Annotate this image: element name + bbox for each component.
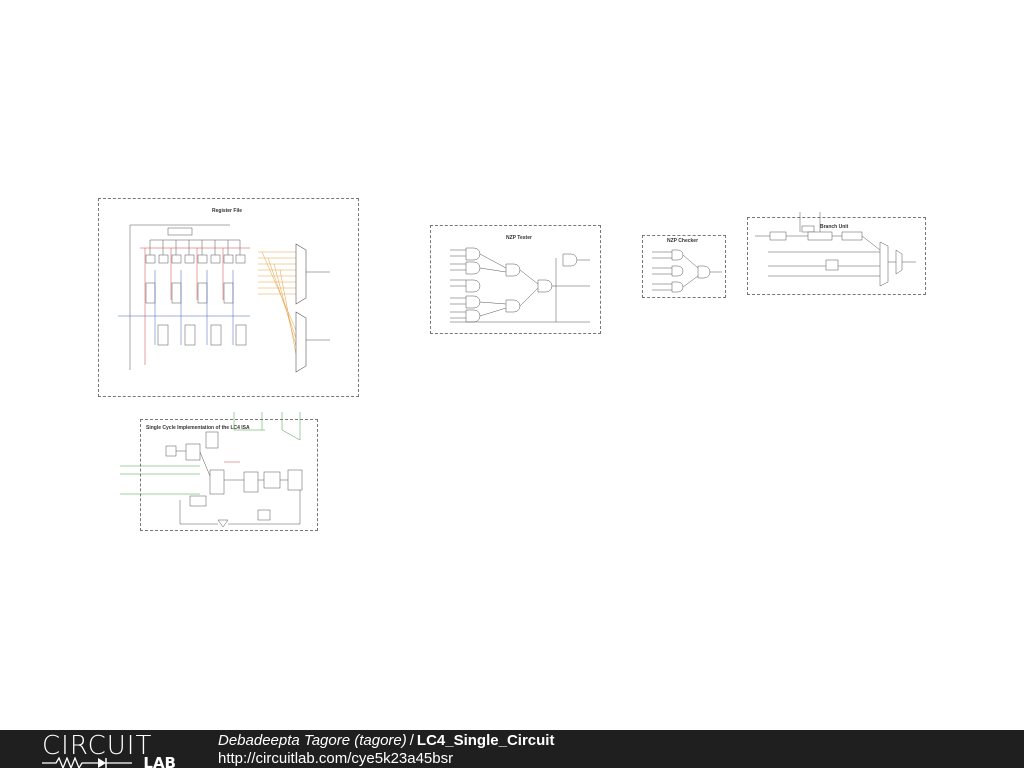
- register-file-orange-bus: [258, 251, 297, 355]
- schematic-drawing: [118, 212, 916, 528]
- circuitlab-logo[interactable]: CIRCUIT LAB: [42, 731, 176, 772]
- attribution-separator: /: [409, 732, 414, 749]
- register-file-wiring: [129, 224, 241, 370]
- nzp-checker-title: NZP Checker: [667, 238, 699, 244]
- nzp-tester-title: NZP Tester: [506, 235, 532, 241]
- branch-unit-wiring: [755, 212, 916, 287]
- nzp-checker-gates: [652, 249, 722, 293]
- single-cycle-green-lines: [120, 412, 301, 495]
- logo-wordmark-top: CIRCUIT: [42, 731, 153, 761]
- schematic-canvas: Register File NZP Tester NZP Checker Bra…: [98, 198, 926, 531]
- circuit-meta: Debadeepta Tagore (tagore)/LC4_Single_Ci…: [218, 732, 554, 768]
- nzp-checker-block: NZP Checker: [642, 235, 726, 298]
- register-file-red-lines: [140, 247, 250, 365]
- branch-unit-title: Branch Unit: [820, 224, 849, 230]
- author-name[interactable]: Debadeepta Tagore (tagore): [218, 732, 407, 749]
- branch-unit-block: Branch Unit: [747, 217, 926, 295]
- circuit-attribution: Debadeepta Tagore (tagore)/LC4_Single_Ci…: [218, 732, 554, 750]
- single-cycle-blocks: [165, 431, 303, 528]
- resistor-diode-icon: [42, 757, 132, 769]
- nzp-tester-block: NZP Tester: [430, 225, 601, 334]
- circuit-url[interactable]: http://circuitlab.com/cye5k23a45bsr: [218, 750, 454, 767]
- single-cycle-block: Single Cycle Implementation of the LC4 I…: [140, 419, 318, 531]
- register-file-muxes: [295, 243, 330, 373]
- nzp-tester-gates: [450, 247, 590, 323]
- register-file-block: Register File: [98, 198, 359, 397]
- single-cycle-title: Single Cycle Implementation of the LC4 I…: [146, 425, 250, 431]
- logo-wordmark-bottom: LAB: [143, 754, 176, 772]
- footer-bar: CIRCUIT LAB Debadeepta Tagore (tagore)/L…: [0, 730, 1024, 772]
- register-file-registers: [145, 254, 247, 346]
- register-file-title: Register File: [212, 208, 243, 214]
- circuit-name[interactable]: LC4_Single_Circuit: [416, 732, 555, 749]
- register-file-blue-lines: [118, 270, 250, 345]
